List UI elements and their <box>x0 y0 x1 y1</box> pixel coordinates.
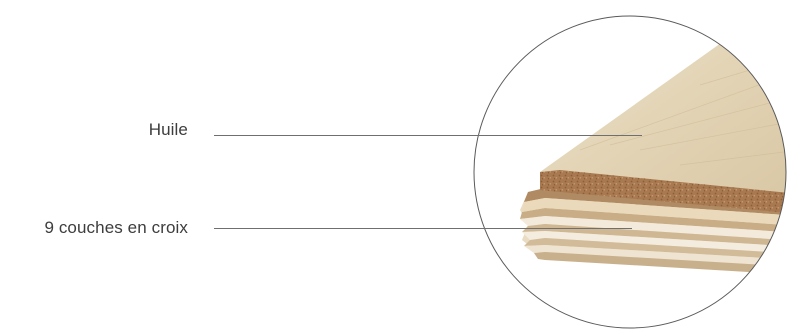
label-oil: Huile <box>149 120 188 140</box>
leader-line-oil <box>214 135 642 136</box>
label-layers: 9 couches en croix <box>44 218 188 238</box>
leader-line-layers <box>214 228 632 229</box>
